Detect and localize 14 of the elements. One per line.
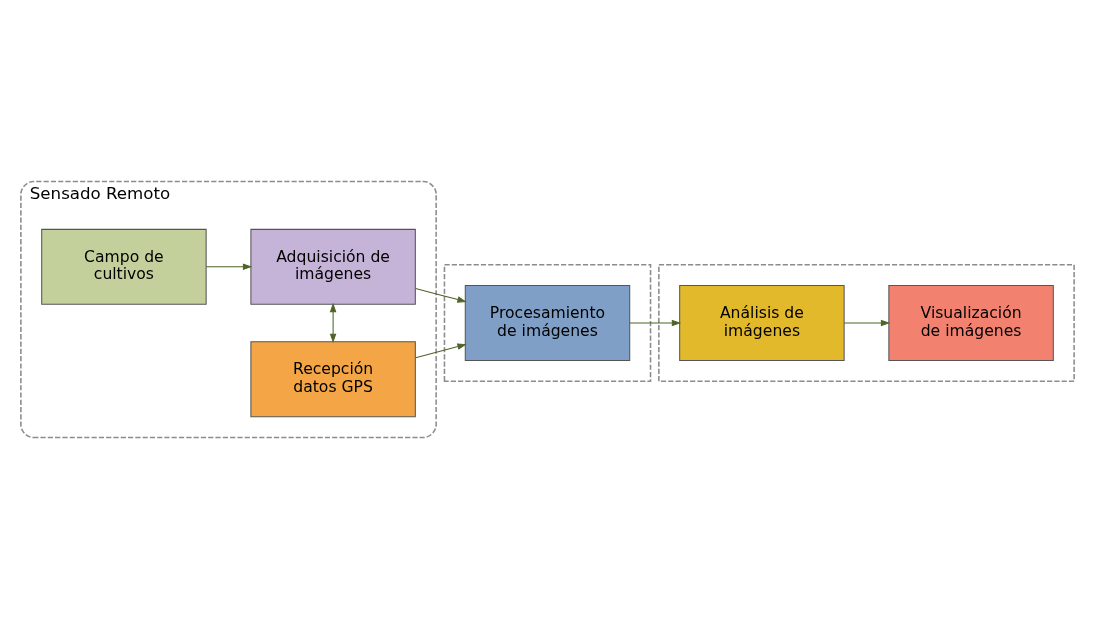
arrow	[205, 263, 253, 270]
arrow	[415, 287, 467, 303]
cluster	[443, 263, 652, 382]
arrow	[329, 302, 337, 343]
node-box: Análisis de imágenes	[679, 284, 845, 361]
node-box: Adquisición de imágenes	[250, 228, 416, 305]
node-box: Visualización de imágenes	[888, 284, 1054, 361]
node-box: Procesamiento de imágenes	[464, 284, 631, 361]
cluster	[658, 263, 1075, 382]
arrow	[629, 319, 682, 326]
node-box: Recepción datos GPS	[250, 340, 416, 417]
arrow	[843, 319, 891, 326]
node-box: Campo de cultivos	[41, 228, 207, 305]
arrow	[415, 342, 467, 358]
